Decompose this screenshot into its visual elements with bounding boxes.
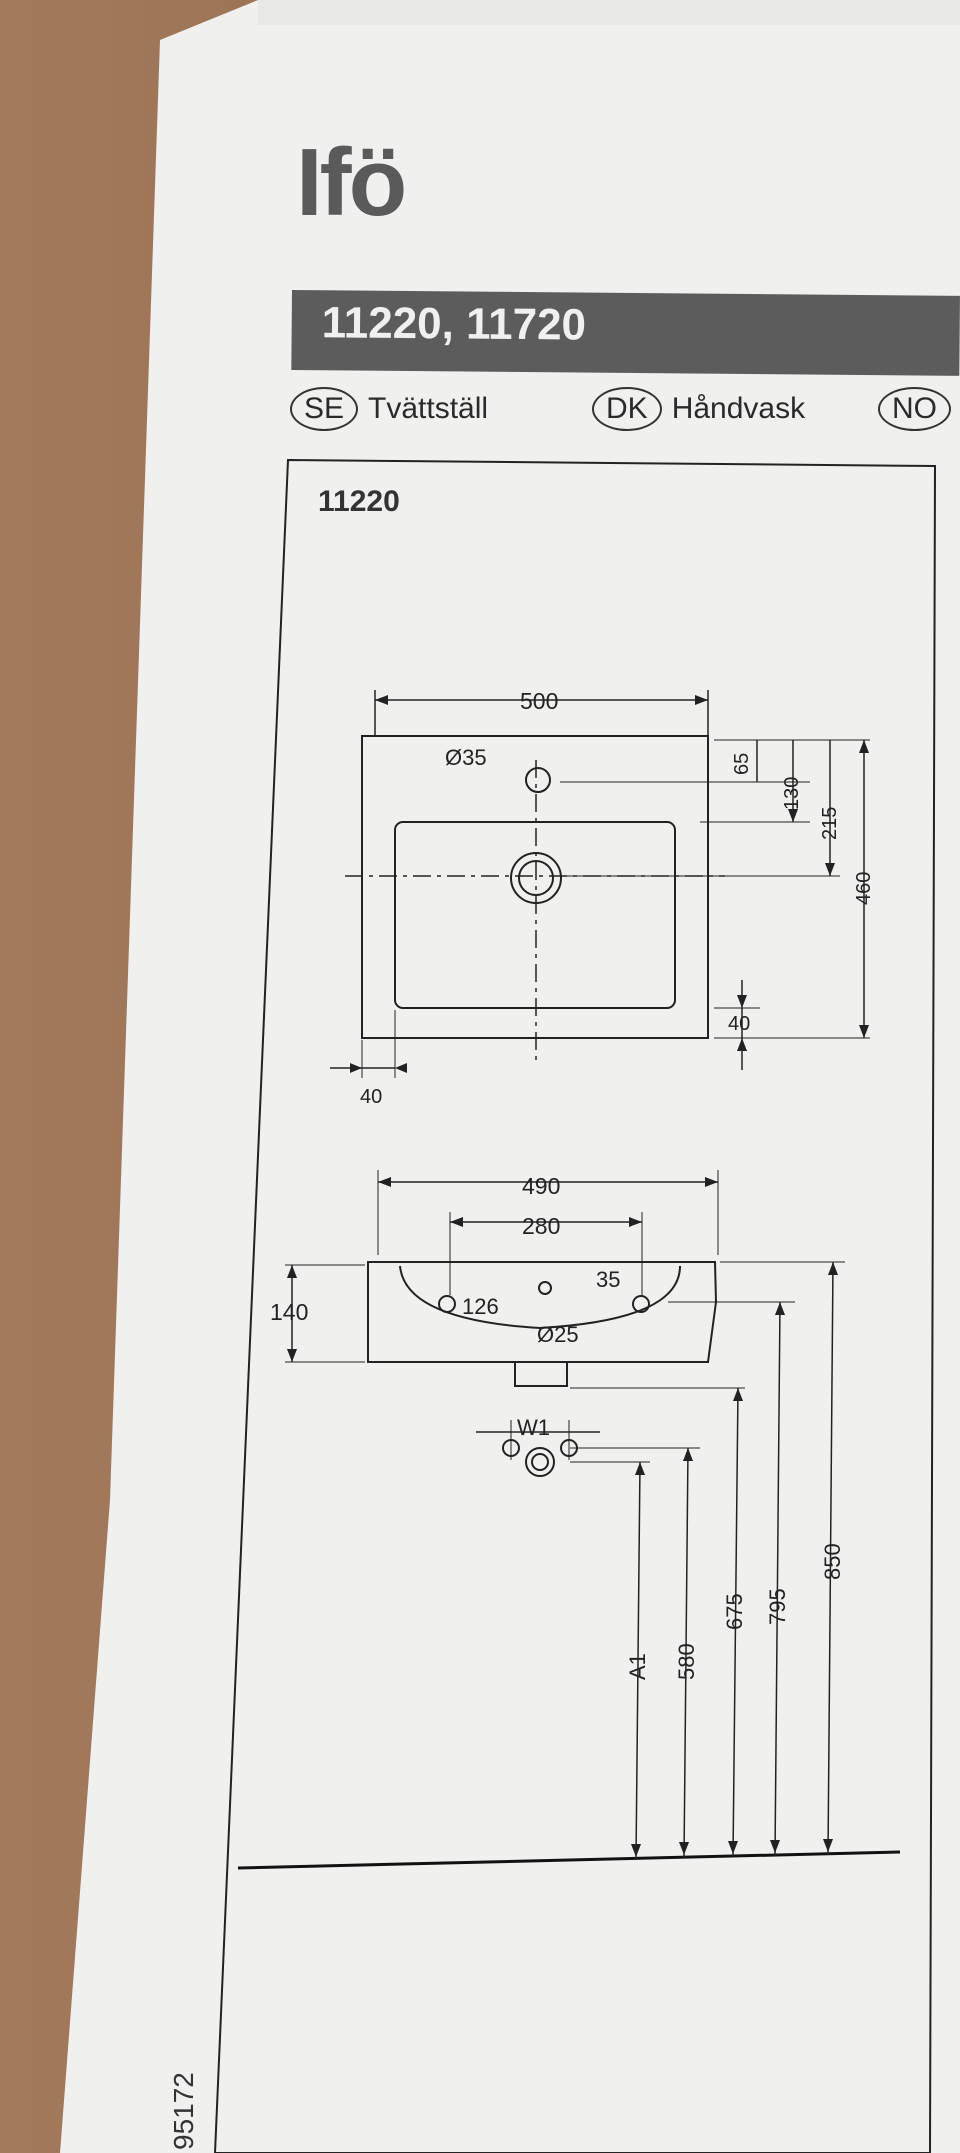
basin-outline-top (361, 735, 709, 1039)
dim-130: 130 (781, 777, 803, 810)
title-band: 11220, 11720 (291, 290, 960, 376)
dim-580: 580 (674, 1643, 699, 1680)
trap-outer (525, 1447, 555, 1477)
model-number: 11220 (318, 485, 400, 518)
language-dk: DK Håndvask (592, 387, 805, 431)
brand-logo: Ifö (296, 129, 407, 236)
dim-500: 500 (520, 688, 558, 714)
language-label: Tvättställ (368, 392, 489, 425)
tap-hole-left (438, 1295, 456, 1313)
bowl-profile (399, 1265, 681, 1330)
front-view-arrows (287, 1177, 838, 1857)
top-view (330, 690, 870, 1078)
language-code: NO (878, 387, 951, 431)
dim-w1: W1 (517, 1415, 550, 1440)
dim-a1: A1 (625, 1653, 650, 1680)
trap-inner (531, 1453, 549, 1471)
dim-40-left: 40 (360, 1086, 382, 1108)
dim-drain-diameter: Ø25 (537, 1322, 579, 1347)
dim-40-right: 40 (728, 1013, 750, 1035)
dim-490: 490 (522, 1173, 560, 1199)
language-code: SE (290, 387, 359, 431)
dim-280: 280 (522, 1213, 560, 1239)
dim-460: 460 (853, 872, 875, 905)
dim-hole-diameter: Ø35 (445, 745, 487, 770)
floor-line (237, 1850, 901, 1870)
dim-65: 65 (731, 753, 753, 775)
dim-850: 850 (820, 1543, 845, 1580)
basin-outline-front (367, 1261, 718, 1363)
drawing-frame (213, 458, 937, 2153)
drain-stub (514, 1361, 568, 1387)
bowl-outline-top (394, 821, 676, 1009)
dim-795: 795 (765, 1588, 790, 1625)
tap-hole-center (538, 1281, 552, 1295)
product-numbers: 11220, 11720 (321, 298, 587, 350)
language-se: SE Tvättställ (290, 387, 488, 431)
dim-675: 675 (722, 1593, 747, 1630)
dim-35: 35 (596, 1267, 620, 1292)
front-view (285, 1170, 845, 1861)
tap-hole (525, 767, 551, 793)
drain-inner (518, 860, 554, 896)
tap-hole-right (632, 1295, 650, 1313)
dim-140: 140 (270, 1299, 308, 1325)
top-view-arrows (350, 695, 869, 1073)
dim-126: 126 (462, 1294, 499, 1319)
dim-215: 215 (819, 807, 841, 840)
paper-edge (258, 0, 960, 25)
language-no: NO (878, 387, 960, 431)
language-label: Håndvask (671, 392, 806, 425)
language-code: DK (592, 387, 662, 431)
document-number: 95172 (168, 2072, 199, 2150)
